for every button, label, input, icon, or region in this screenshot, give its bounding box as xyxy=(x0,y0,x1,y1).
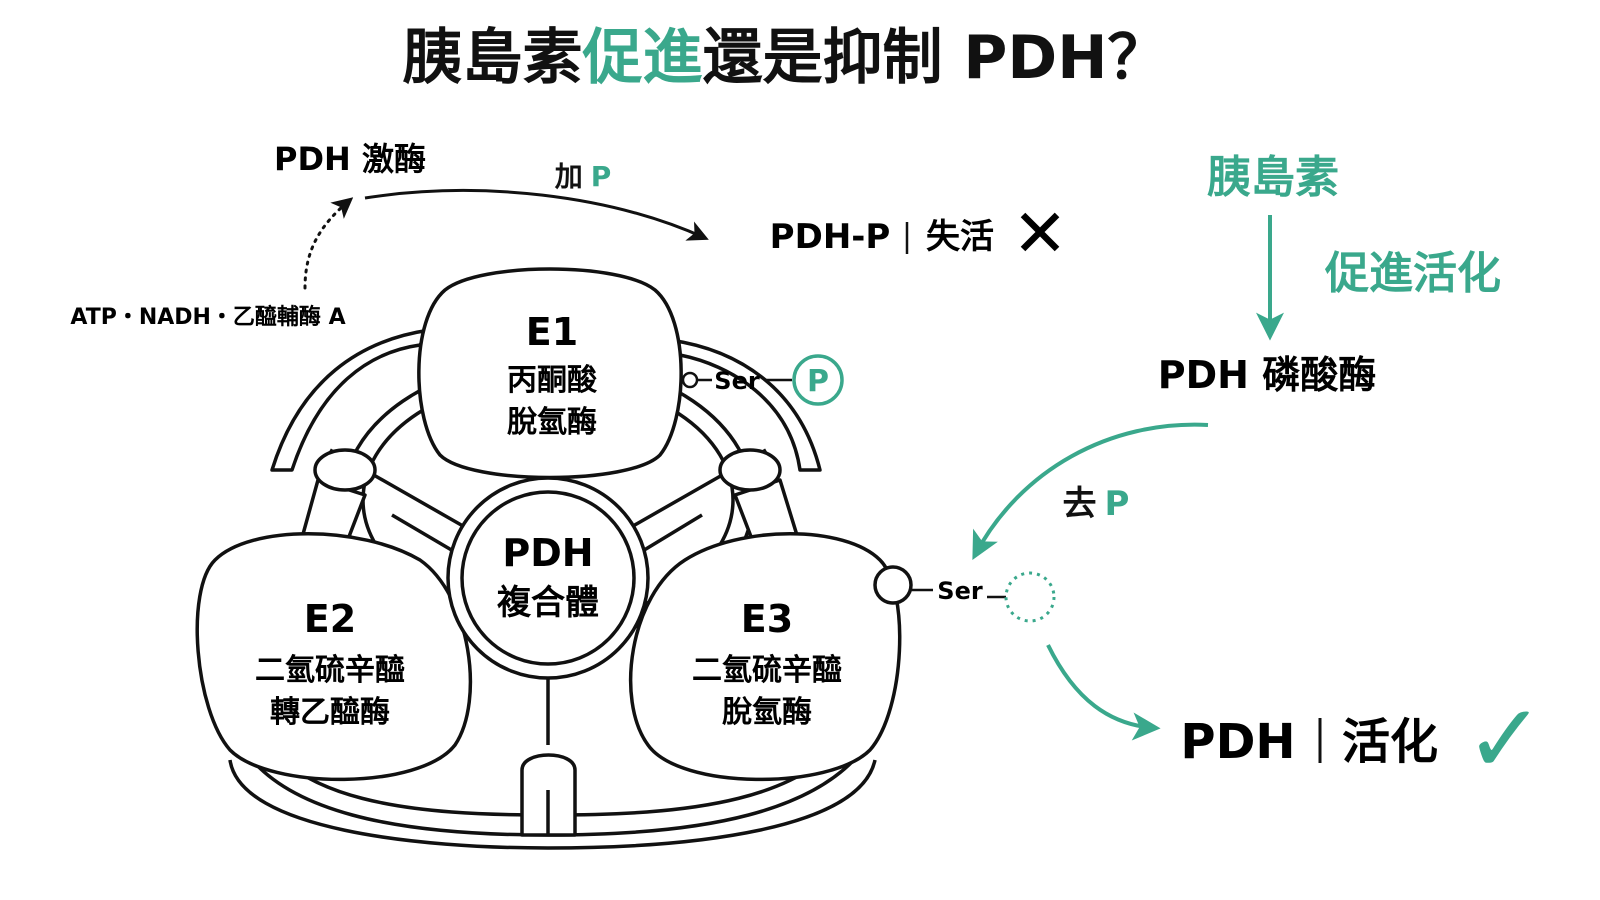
phosphate-symbol: P xyxy=(807,364,829,399)
activation-dotted-arrow xyxy=(303,197,354,290)
remove-phosphate-symbol: P xyxy=(1105,484,1130,524)
ser-label-top: Ser xyxy=(714,367,760,395)
title-part-insulin: 胰島素 xyxy=(403,23,583,93)
core-inner-circle xyxy=(460,490,636,666)
insulin-label: 胰島素 xyxy=(1207,152,1339,203)
ser-label-right: Ser xyxy=(937,577,983,605)
pdh-complex xyxy=(195,267,913,850)
e2-subunit-shape xyxy=(195,532,473,782)
remove-phosphate-text: 去 xyxy=(1063,484,1097,524)
core-label-pdh: PDH xyxy=(502,531,593,575)
empty-phosphate-site xyxy=(1004,571,1056,623)
spoke-left xyxy=(391,513,461,557)
pdh-p-state: 失活 xyxy=(926,217,994,257)
e3-subunit-shape xyxy=(628,532,902,782)
pdh-kinase-label: PDH 激酶 xyxy=(274,140,426,178)
active-pdh-state: 活化 xyxy=(1342,714,1438,770)
e3-name-line2: 脫氫酶 xyxy=(722,695,812,730)
e3-name-line1: 二氫硫辛醯 xyxy=(692,653,842,688)
e2-name-line1: 二氫硫辛醯 xyxy=(255,653,405,688)
pdh-p-name: PDH-P xyxy=(770,217,891,257)
phosphorylation-arrow xyxy=(364,189,709,241)
pdh-phosphatase-label: PDH 磷酸酶 xyxy=(1158,353,1376,397)
phosphate-circle xyxy=(792,354,844,406)
add-phosphate-symbol: P xyxy=(591,160,612,193)
e1-subunit-shape xyxy=(417,267,683,480)
page-title: 胰島素促進還是抑制 PDH？ xyxy=(403,23,1168,93)
kinase-activators-label: ATP・NADH・乙醯輔酶 A xyxy=(70,304,345,330)
inactive-cross-icon: ✕ xyxy=(1012,195,1067,272)
e1-name-line2: 脫氫酶 xyxy=(507,405,597,440)
ser-attachment-top xyxy=(681,371,699,389)
spoke-right xyxy=(635,513,703,557)
e2-name-line2: 轉乙醯酶 xyxy=(270,695,390,730)
promote-activation-label: 促進活化 xyxy=(1324,248,1501,299)
add-phosphate-text: 加 xyxy=(555,160,583,193)
e1-name-line1: 丙酮酸 xyxy=(507,363,598,398)
active-check-icon: ✓ xyxy=(1465,683,1545,795)
e1-label: E1 xyxy=(526,310,578,354)
title-part-promote: 促進 xyxy=(582,23,703,93)
activation-arrow xyxy=(1046,644,1161,741)
e3-label: E3 xyxy=(741,597,793,641)
core-label-complex: 複合體 xyxy=(497,583,599,623)
e2-label: E2 xyxy=(304,597,356,641)
side-knob xyxy=(873,565,913,605)
dephosphorylation-arrow xyxy=(972,422,1209,560)
title-part-question: 還是抑制 PDH？ xyxy=(703,23,1168,93)
active-pdh-name: PDH xyxy=(1180,714,1295,770)
complex-bottom-ring xyxy=(228,759,877,850)
